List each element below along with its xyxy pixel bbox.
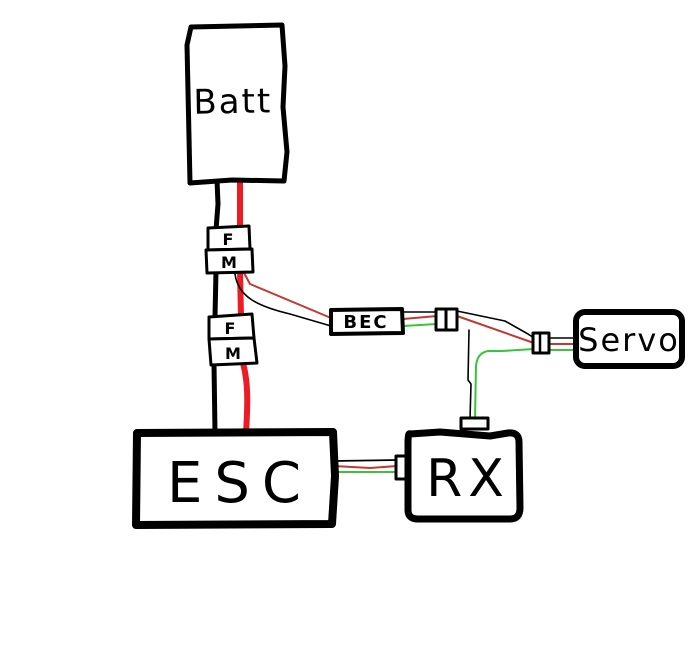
rx-label: RX: [426, 449, 510, 509]
fm-top-male-box: [204, 247, 255, 275]
battery-box: [184, 22, 290, 186]
battery-black-wire: [213, 177, 221, 233]
esc-rx-red-wire: [333, 465, 398, 469]
servo-link-black-wire: [456, 310, 535, 339]
bec-output-red-wire: [402, 315, 438, 320]
rx-top-connector: [459, 416, 490, 431]
esc-red-wire: [240, 360, 251, 436]
fm-top-male-label: M: [221, 253, 237, 272]
battery-label: Batt: [193, 81, 273, 122]
bec-input-red-wire: [242, 270, 332, 319]
rx-box: [404, 428, 524, 523]
esc-box: [132, 428, 339, 529]
servo-link-red-wire: [456, 315, 535, 344]
servo-label: Servo: [578, 321, 680, 359]
fm-bottom-male-label: M: [225, 344, 241, 363]
fm-bottom-male-box: [207, 336, 259, 367]
fm-top-female-label: F: [223, 230, 234, 249]
esc-label: ESC: [167, 451, 313, 516]
esc-black-wire: [211, 361, 218, 436]
fm-bottom-female-label: F: [225, 319, 236, 338]
servo-box: [573, 309, 685, 369]
bec-box: [329, 307, 405, 336]
rx-top-green-wire: [474, 348, 535, 420]
bec-label: BEC: [343, 312, 388, 333]
esc-rx-black-wire: [333, 459, 398, 462]
bec-input-black-wire: [234, 273, 332, 327]
bec-output-green-wire: [402, 323, 438, 327]
rx-top-black-wire: [467, 329, 472, 420]
connector-link-red-wire: [237, 268, 244, 320]
connector-link-black-wire: [212, 268, 219, 320]
